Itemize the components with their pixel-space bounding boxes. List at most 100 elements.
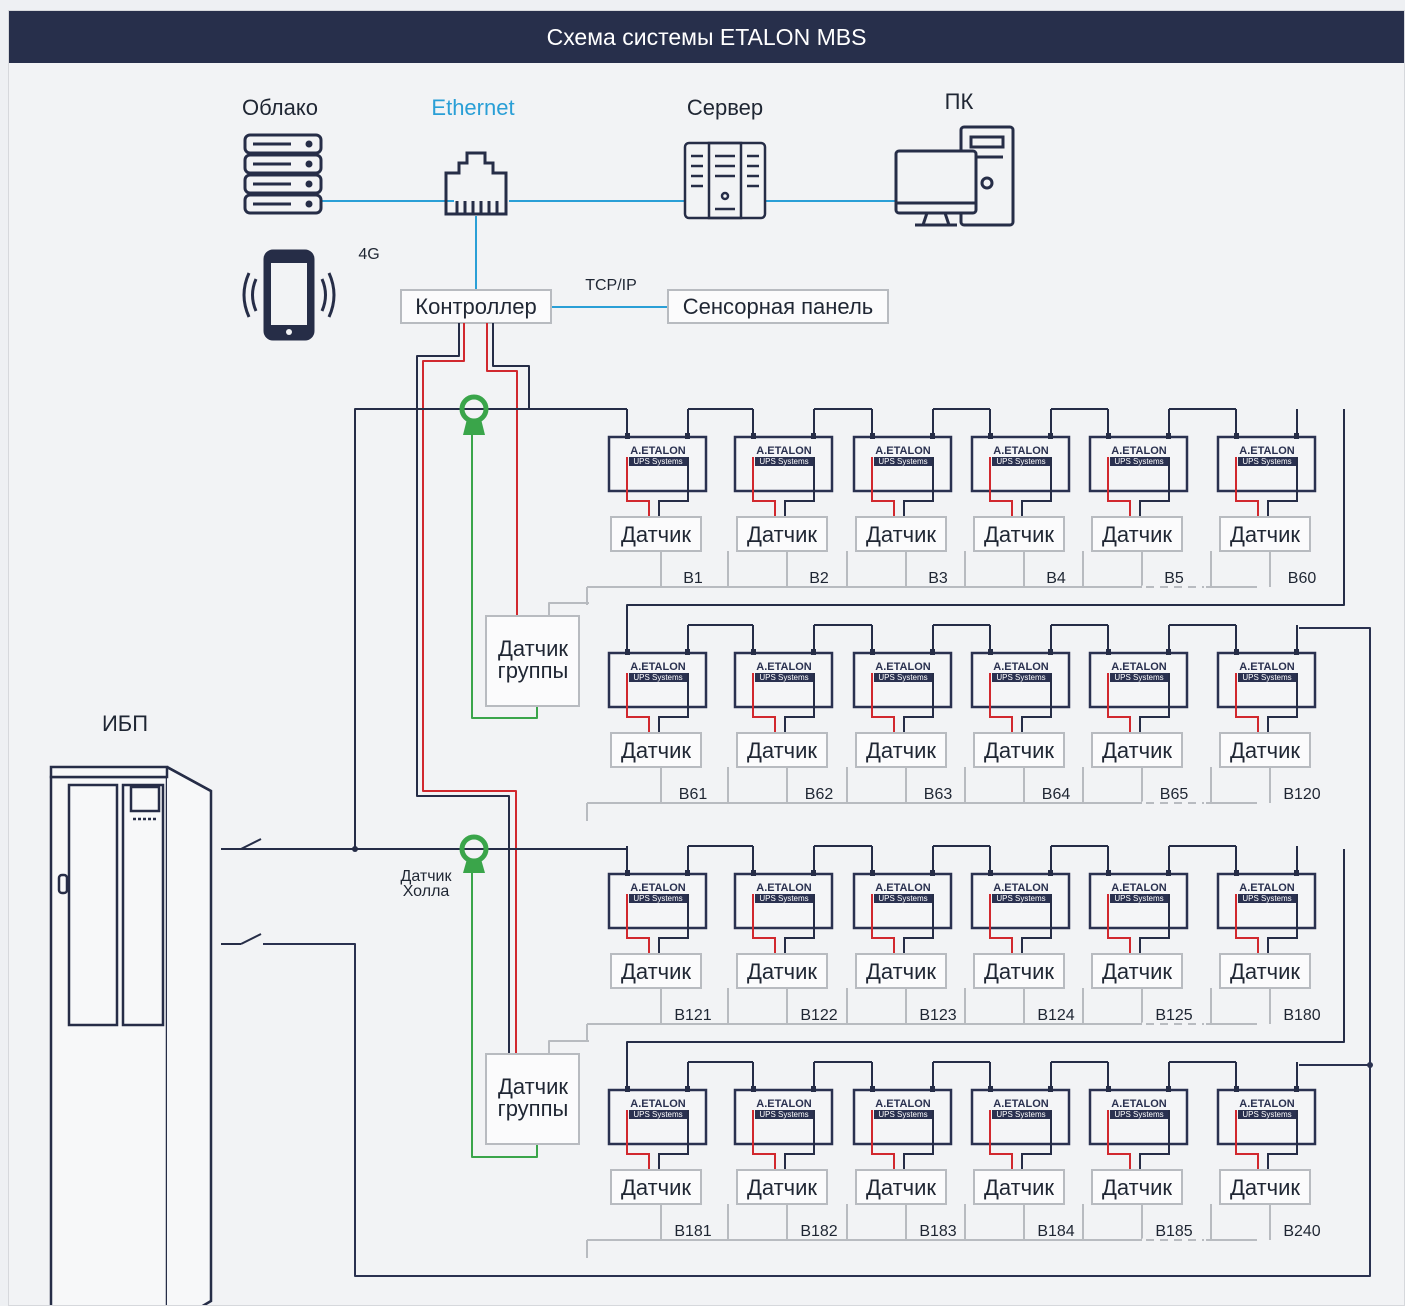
controller-label: Контроллер <box>415 294 536 319</box>
battery-number: B181 <box>674 1223 711 1240</box>
group-sensor-label: Датчик <box>498 636 568 661</box>
battery-brand: A.ETALON <box>630 661 685 673</box>
cell-sensor-box <box>973 953 1065 989</box>
battery-brand-sub: UPS Systems <box>1114 1110 1163 1119</box>
group-sensor-box <box>485 1053 580 1145</box>
cell-sensor-box <box>1219 732 1311 768</box>
hall-sensor-icon <box>459 834 489 873</box>
battery-number: B183 <box>919 1223 956 1240</box>
battery-brand: A.ETALON <box>1239 1098 1294 1110</box>
page-title: Схема системы ETALON MBS <box>9 11 1404 63</box>
cell-sensor-box <box>1219 953 1311 989</box>
group-sensor-box <box>485 615 580 707</box>
battery-brand-sub: UPS Systems <box>1114 457 1163 466</box>
group-sensor-label: группы <box>498 658 569 683</box>
battery-number: B185 <box>1155 1223 1192 1240</box>
battery-number: B120 <box>1283 786 1320 803</box>
battery-number: B65 <box>1160 786 1189 803</box>
battery-brand-sub: UPS Systems <box>633 673 682 682</box>
ethernet-icon <box>444 151 508 216</box>
battery-brand: A.ETALON <box>756 661 811 673</box>
hall-sensor-label: Холла <box>403 883 450 900</box>
system-diagram: Облако Ethernet Сервер <box>49 89 1373 1305</box>
cell-sensor-label: Датчик <box>866 1175 936 1200</box>
battery-number: B182 <box>800 1223 837 1240</box>
battery-brand-sub: UPS Systems <box>759 457 808 466</box>
battery-brand-sub: UPS Systems <box>633 457 682 466</box>
battery-number: B5 <box>1164 570 1184 587</box>
battery-brand-sub: UPS Systems <box>759 673 808 682</box>
cell-sensor-label: Датчик <box>621 738 691 763</box>
battery-number: B180 <box>1283 1007 1320 1024</box>
cell-sensor-label: Датчик <box>1102 1175 1172 1200</box>
cell-sensor-box <box>855 953 947 989</box>
battery-brand-sub: UPS Systems <box>878 1110 927 1119</box>
battery-brand: A.ETALON <box>630 882 685 894</box>
hall-sensor-label: Датчик <box>401 868 453 885</box>
cell-sensor-label: Датчик <box>621 522 691 547</box>
cell-sensor-label: Датчик <box>621 1175 691 1200</box>
battery-brand-sub: UPS Systems <box>996 457 1045 466</box>
battery-brand-sub: UPS Systems <box>1114 673 1163 682</box>
cell-sensor-label: Датчик <box>1102 522 1172 547</box>
diagram-frame: Схема системы ETALON MBS Облако <box>8 10 1405 1306</box>
cell-sensor-box <box>1091 732 1183 768</box>
battery-brand-sub: UPS Systems <box>878 673 927 682</box>
cell-sensor-label: Датчик <box>1230 1175 1300 1200</box>
cell-sensor-label: Датчик <box>984 738 1054 763</box>
cell-sensor-box <box>1091 1169 1183 1205</box>
battery-brand-sub: UPS Systems <box>1242 457 1291 466</box>
battery-brand: A.ETALON <box>630 1098 685 1110</box>
battery-number: B4 <box>1046 570 1066 587</box>
battery-number: B1 <box>683 570 703 587</box>
cell-sensor-box <box>1091 516 1183 552</box>
battery-number: B62 <box>805 786 834 803</box>
server-label: Сервер <box>687 95 763 120</box>
battery-brand-sub: UPS Systems <box>759 1110 808 1119</box>
cell-sensor-label: Датчик <box>747 1175 817 1200</box>
battery-brand-sub: UPS Systems <box>1242 894 1291 903</box>
battery-brand: A.ETALON <box>1111 882 1166 894</box>
battery-brand: A.ETALON <box>1111 1098 1166 1110</box>
battery-brand-sub: UPS Systems <box>759 894 808 903</box>
cell-sensor-box <box>736 953 828 989</box>
cell-sensor-label: Датчик <box>984 959 1054 984</box>
cell-sensor-label: Датчик <box>747 738 817 763</box>
battery-brand: A.ETALON <box>1239 882 1294 894</box>
battery-brand: A.ETALON <box>1239 661 1294 673</box>
pc-label: ПК <box>945 89 974 114</box>
cell-sensor-label: Датчик <box>984 1175 1054 1200</box>
battery-number: B3 <box>928 570 948 587</box>
battery-brand: A.ETALON <box>756 1098 811 1110</box>
cell-sensor-label: Датчик <box>1102 959 1172 984</box>
ups-cabinet-icon <box>49 765 213 1305</box>
cell-sensor-box <box>610 1169 702 1205</box>
battery-number: B121 <box>674 1007 711 1024</box>
server-icon <box>683 141 767 220</box>
cell-sensor-label: Датчик <box>866 959 936 984</box>
cell-sensor-box <box>610 953 702 989</box>
phone-icon <box>242 249 336 341</box>
battery-brand: A.ETALON <box>993 1098 1048 1110</box>
battery-brand: A.ETALON <box>1239 445 1294 457</box>
battery-brand: A.ETALON <box>875 661 930 673</box>
cell-sensor-label: Датчик <box>1230 738 1300 763</box>
cell-sensor-box <box>1091 953 1183 989</box>
battery-number: B64 <box>1042 786 1071 803</box>
